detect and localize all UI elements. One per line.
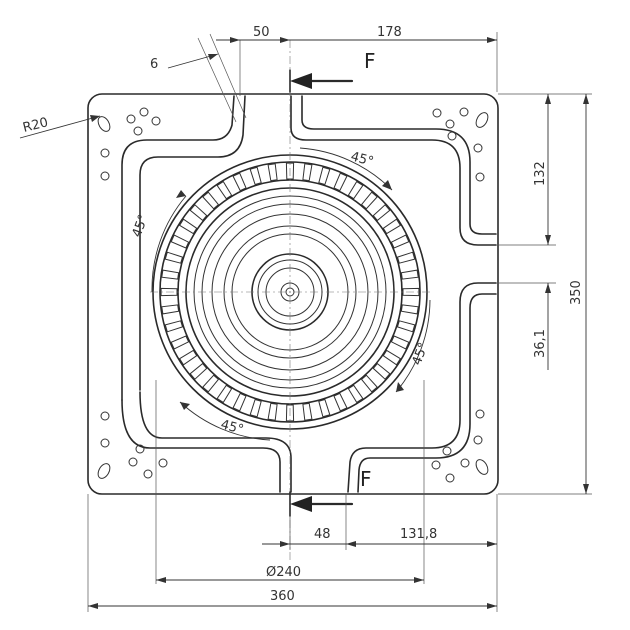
- angle-arc-bottom: [179, 401, 271, 441]
- bearing-tooth: [161, 269, 180, 280]
- bearing-tooth: [216, 180, 233, 200]
- bearing-tooth: [372, 204, 391, 222]
- bearing-tooth: [360, 374, 378, 393]
- bearing-tooth: [170, 234, 190, 249]
- angle-label-top-right: 45°: [349, 149, 375, 169]
- dim-label-132: 132: [533, 161, 548, 186]
- outer-plate: [87, 93, 499, 495]
- rib-top-left-inner: [139, 95, 246, 391]
- bearing-tooth: [333, 392, 348, 412]
- bearing-tooth: [232, 392, 247, 412]
- bearing-teeth: [160, 162, 420, 422]
- bearing-tooth: [318, 166, 331, 186]
- dim-label-r20: R20: [21, 115, 49, 136]
- bearing-tooth: [160, 287, 178, 297]
- bearing-tooth: [189, 204, 208, 222]
- rib-top-right: [290, 95, 497, 246]
- rib-bottom-left: [121, 399, 281, 493]
- dim-label-178: 178: [377, 25, 402, 40]
- dim-label-360: 360: [270, 589, 295, 604]
- bearing-tooth: [402, 287, 420, 297]
- bearing-tooth: [400, 269, 419, 280]
- bearing-tooth: [382, 349, 402, 366]
- angle-arc-top-right: [299, 147, 393, 191]
- rib-top-left: [121, 95, 235, 401]
- dim-label-240: Ø240: [266, 565, 301, 580]
- force-label-top: F: [364, 49, 376, 73]
- bearing-tooth: [249, 166, 262, 186]
- bearing-tooth: [267, 163, 278, 182]
- dim-label-131-8: 131,8: [400, 527, 437, 542]
- mounting-holes-bottom-right: [431, 409, 489, 483]
- rib-bottom-right: [347, 282, 497, 493]
- bearing-tooth: [318, 398, 331, 418]
- bearing-tooth: [360, 191, 378, 210]
- bearing-tooth: [170, 335, 190, 350]
- bearing-tooth: [232, 172, 247, 192]
- angle-label-bottom: 45°: [219, 417, 245, 437]
- bearing-tooth: [390, 234, 410, 249]
- dim-label-350: 350: [569, 280, 584, 305]
- bearing-tooth: [390, 335, 410, 350]
- angle-arc-left: [151, 195, 187, 293]
- bearing-tooth: [372, 362, 391, 380]
- bearing-tooth: [216, 384, 233, 404]
- bearing-tooth: [347, 180, 364, 200]
- rib-top-right-inner: [301, 95, 497, 235]
- bearing-tooth: [202, 191, 220, 210]
- angle-label-right: 45°: [410, 341, 432, 368]
- bearing-tooth: [178, 349, 198, 366]
- bearing-tooth: [285, 404, 295, 422]
- bearing-tooth: [249, 398, 262, 418]
- bearing-tooth: [161, 304, 180, 315]
- mounting-holes-top-left: [97, 107, 161, 181]
- bearing-tooth: [347, 384, 364, 404]
- bearing-tooth: [164, 320, 184, 333]
- dim-label-6: 6: [150, 57, 158, 72]
- dim-label-50: 50: [253, 25, 270, 40]
- angle-arc-right: [395, 299, 431, 393]
- bearing-tooth: [164, 251, 184, 264]
- dim-label-48: 48: [314, 527, 331, 542]
- bearing-tooth: [382, 218, 402, 235]
- mounting-holes-top-right: [432, 107, 489, 182]
- force-arrow-bottom: [289, 491, 354, 517]
- bearing-tooth: [267, 402, 278, 421]
- bearing-tooth: [302, 163, 313, 182]
- bearing-tooth: [396, 320, 416, 333]
- rib-bottom-right-inner: [357, 293, 497, 493]
- bearing-tooth: [202, 374, 220, 393]
- bearing-tooth: [285, 162, 295, 180]
- bearing-tooth: [396, 251, 416, 264]
- bearing-tooth: [178, 218, 198, 235]
- bearing-tooth: [302, 402, 313, 421]
- mounting-holes-bottom-left: [97, 411, 168, 479]
- rib-bottom-left-inner: [139, 391, 292, 493]
- dim-leader-r20: [19, 115, 101, 139]
- force-label-bottom: F: [360, 467, 372, 491]
- angle-label-left: 45°: [130, 213, 152, 240]
- bearing-tooth: [333, 172, 348, 192]
- dim-label-36-1: 36,1: [533, 329, 548, 358]
- bearing-tooth: [400, 304, 419, 315]
- bearing-tooth: [189, 362, 208, 380]
- force-arrow-top: [289, 69, 354, 93]
